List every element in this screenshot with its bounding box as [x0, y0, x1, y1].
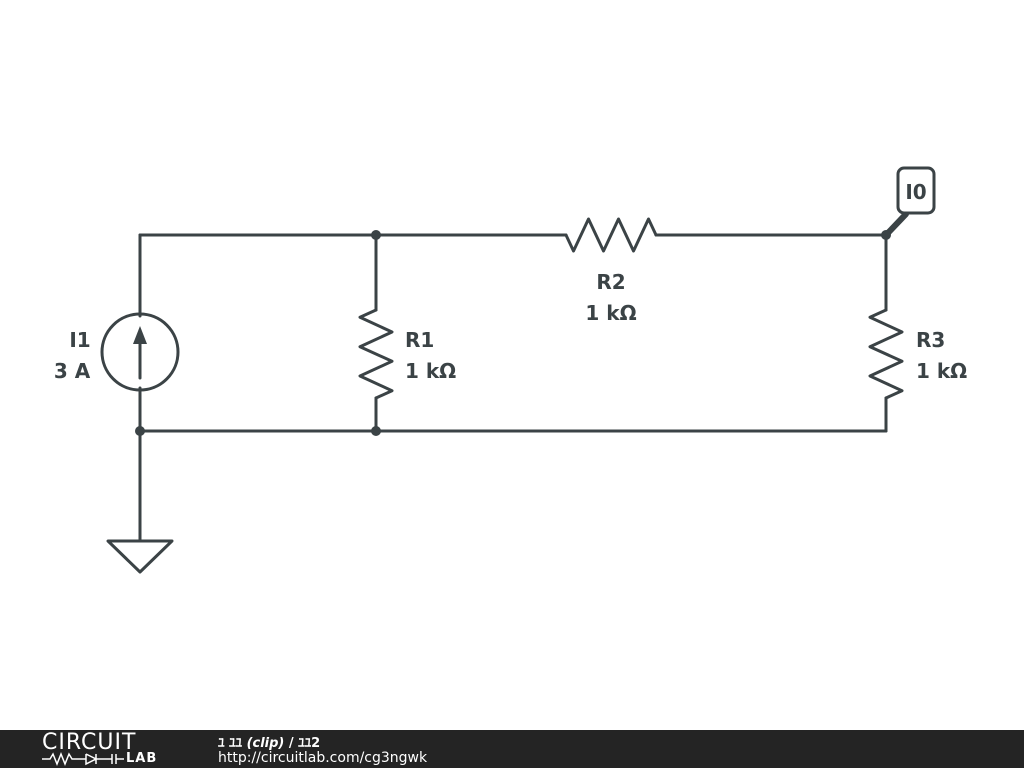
circuit-title-suffix: / ﾕﾕ2	[288, 736, 321, 751]
resistor-r3[interactable]	[868, 308, 904, 400]
circuitlab-logo[interactable]: CIRCUIT LAB	[42, 732, 182, 766]
logo-circuit-symbol-icon	[42, 752, 124, 766]
r2-name-label: R2	[596, 270, 625, 294]
probe-box	[896, 166, 936, 215]
current-source-circle	[100, 312, 180, 392]
wires	[138, 233, 888, 542]
probe-i0[interactable]: I0	[883, 166, 936, 238]
current-arrow-head-icon	[133, 326, 147, 344]
r3-value-label: 1 kΩ	[916, 359, 967, 383]
r1-name-label: R1	[405, 328, 434, 352]
circuit-title-clip: (clip)	[246, 736, 285, 751]
resistor-r1[interactable]	[358, 308, 394, 400]
schematic-canvas: I0 I1 3 A R1 1 kΩ R2 1 kΩ R3 1 kΩ	[54, 166, 967, 574]
circuit-title-prefix: ﾕ ﾕﾕ	[218, 736, 243, 751]
logo-text-lab: LAB	[126, 751, 158, 766]
i1-name-label: I1	[69, 328, 90, 352]
circuit-title: ﾕ ﾕﾕ (clip) / ﾕﾕ2	[218, 732, 320, 751]
r1-value-label: 1 kΩ	[405, 359, 456, 383]
footer-bar: CIRCUIT LAB ﾕ ﾕﾕ (clip) / ﾕﾕ2 http://cir…	[0, 730, 1024, 768]
probe-lead	[883, 211, 909, 238]
probe-label: I0	[905, 180, 926, 204]
r3-name-label: R3	[916, 328, 945, 352]
logo-text-circuit: CIRCUIT	[42, 730, 137, 755]
junction-node	[371, 426, 381, 436]
junction-node	[371, 230, 381, 240]
ground-icon	[106, 539, 174, 574]
junction-node	[135, 426, 145, 436]
r2-value-label: 1 kΩ	[585, 301, 636, 325]
i1-value-label: 3 A	[54, 359, 91, 383]
circuit-url-link[interactable]: http://circuitlab.com/cg3ngwk	[218, 750, 428, 766]
current-source-i1[interactable]	[100, 312, 180, 392]
resistor-r2[interactable]	[564, 217, 658, 253]
